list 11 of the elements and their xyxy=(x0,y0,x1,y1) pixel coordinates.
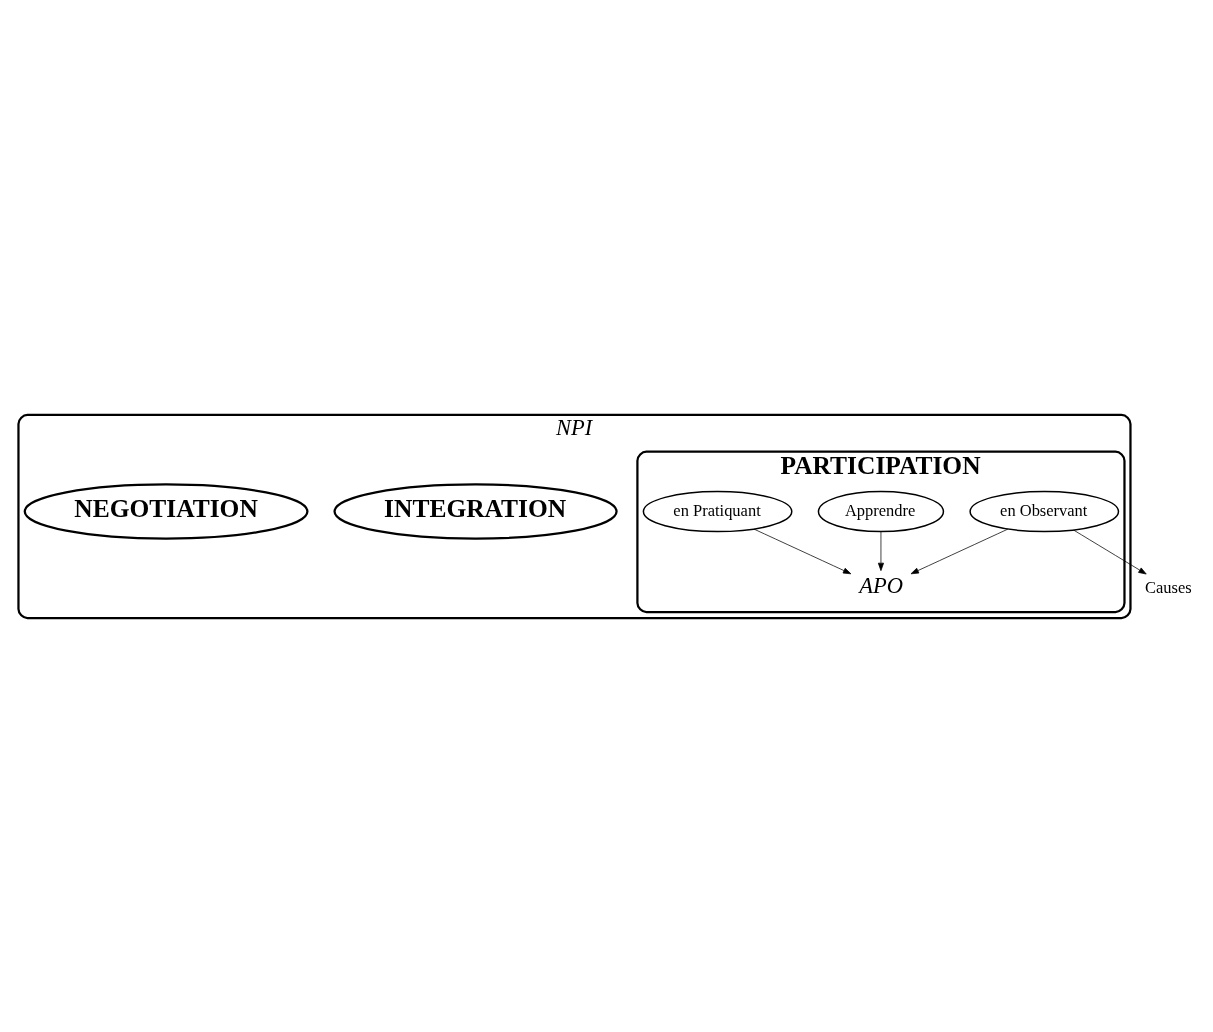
node-text: Causes xyxy=(1145,577,1192,597)
arrow xyxy=(753,528,852,574)
arrow xyxy=(910,528,1009,574)
node-text: APO xyxy=(859,572,903,598)
node-ellipse: NEGOTIATION xyxy=(23,482,309,540)
arrow xyxy=(877,530,884,571)
node-ellipse: en Observant xyxy=(969,490,1120,532)
arrow xyxy=(1073,529,1147,574)
node-ellipse: INTEGRATION xyxy=(333,482,618,540)
node-ellipse: en Pratiquant xyxy=(642,490,793,532)
node-ellipse: Apprendre xyxy=(817,490,945,532)
